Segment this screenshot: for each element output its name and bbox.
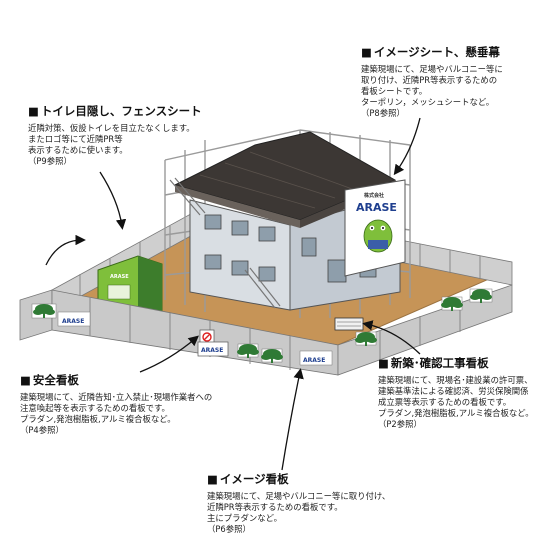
construction-sign bbox=[334, 317, 364, 331]
callout-toilet-fence: トイレ目隠し、フェンスシート 近隣対策、仮設トイレを目立たなくします。 またロゴ… bbox=[28, 103, 202, 167]
frog-mascot-icon bbox=[363, 219, 393, 253]
callout-line: 建築現場にて、現場名･建設業の許可票、 bbox=[378, 375, 533, 385]
callout-line: （P4参照） bbox=[20, 425, 64, 435]
callout-line: （P8参照） bbox=[361, 108, 405, 118]
fence-brand-text-2: ARASE bbox=[303, 357, 325, 364]
banner-brand-text: ARASE bbox=[356, 201, 397, 214]
callout-line: ターポリン，メッシュシートなど。 bbox=[361, 97, 495, 107]
callout-image-board: イメージ看板 建築現場にて、足場やバルコニー等に取り付け、 近隣PR等表示するた… bbox=[207, 471, 390, 535]
fence-front-right bbox=[337, 284, 513, 376]
curved-arrow-icon-safety bbox=[139, 335, 199, 373]
callout-line: 近隣対策、仮設トイレを目立たなくします。 bbox=[28, 123, 195, 133]
callout-line: 建築現場にて、近隣告知･立入禁止･現場作業者への bbox=[20, 392, 213, 402]
callout-line: 建築現場にて、足場やバルコニー等に取り付け、 bbox=[207, 491, 391, 501]
curved-arrow-icon-construction bbox=[362, 320, 421, 355]
callout-safety-sign: 安全看板 建築現場にて、近隣告知･立入禁止･現場作業者への 注意喚起等を表示する… bbox=[20, 372, 212, 436]
callout-title-image-board: イメージ看板 bbox=[207, 471, 390, 487]
callout-line: 看板シートです。 bbox=[361, 86, 428, 96]
callout-line: 主にプラダンなど。 bbox=[207, 513, 282, 523]
fence-front-left: ARASE ARASE bbox=[19, 289, 339, 376]
callout-title-construction-sign: 新築･確認工事看板 bbox=[378, 355, 534, 371]
image-board-sign: ARASE bbox=[197, 341, 229, 357]
callout-line: 表示するために使います。 bbox=[28, 145, 128, 155]
toilet-brand-text: ARASE bbox=[110, 274, 129, 280]
scaffold-stairs bbox=[169, 177, 281, 309]
callout-line: 建築現場にて、足場やバルコニー等に bbox=[361, 64, 503, 74]
curved-arrow-icon-toilet bbox=[99, 171, 127, 230]
board-brand-text: ARASE bbox=[201, 347, 223, 354]
curved-arrow-icon-image-sheet bbox=[393, 117, 421, 176]
callout-line: 近隣PR等表示するための看板です。 bbox=[207, 502, 343, 512]
banner-small-text: 株式会社 bbox=[364, 192, 384, 199]
callout-line: 取り付け、近隣PR等表示するための bbox=[361, 75, 498, 85]
callout-image-sheet: イメージシート、懸垂幕 建築現場にて、足場やバルコニー等に 取り付け、近隣PR等… bbox=[361, 44, 503, 119]
callout-line: 注意喚起等を表示するための看板です。 bbox=[20, 403, 170, 413]
fence-brand-text: ARASE bbox=[62, 318, 84, 325]
callout-title-image-sheet: イメージシート、懸垂幕 bbox=[361, 44, 503, 60]
callout-construction-sign: 新築･確認工事看板 建築現場にて、現場名･建設業の許可票、 建築基準法による確認… bbox=[378, 355, 534, 430]
callout-title-safety-sign: 安全看板 bbox=[20, 372, 212, 388]
callout-line: 成立票等表示するための看板です。 bbox=[378, 397, 512, 407]
callout-line: （P6参照） bbox=[207, 524, 251, 534]
curved-arrow-icon-image-board bbox=[281, 368, 304, 471]
image-sheet-banner: 株式会社 ARASE bbox=[344, 179, 406, 277]
callout-line: （P2参照） bbox=[378, 419, 422, 429]
callout-line: （P9参照） bbox=[28, 156, 72, 166]
callout-line: プラダン,発泡樹脂板,アルミ複合板など。 bbox=[20, 414, 176, 424]
callout-title-toilet-fence: トイレ目隠し、フェンスシート bbox=[28, 103, 202, 119]
curved-arrow-icon-fence bbox=[45, 234, 86, 266]
callout-line: またロゴ等にて近隣PR等 bbox=[28, 134, 123, 144]
callout-line: 建築基準法による確認済、労災保険関係 bbox=[378, 386, 529, 396]
callout-line: プラダン,発泡樹脂板,アルミ複合板など。 bbox=[378, 408, 534, 418]
